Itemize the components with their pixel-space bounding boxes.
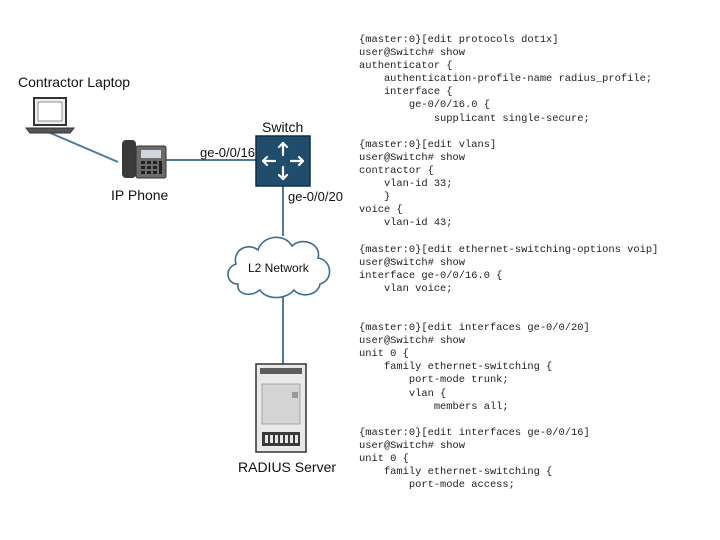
config-line <box>359 126 658 139</box>
config-line: vlan { <box>359 387 447 400</box>
config-line: members all; <box>359 400 509 413</box>
config-line: port-mode trunk; <box>359 374 509 387</box>
config-line <box>359 414 658 427</box>
config-line: user@Switch# show <box>359 439 466 452</box>
config-line: vlan-id 33; <box>359 178 453 191</box>
port-ge-0-0-16-label: ge-0/0/16 <box>200 145 255 160</box>
ip-phone-icon <box>122 140 167 179</box>
config-line: {master:0}[edit ethernet-switching-optio… <box>359 243 659 256</box>
config-line: user@Switch# show <box>359 151 466 164</box>
switch-icon <box>255 135 311 187</box>
laptop-icon <box>24 97 76 134</box>
config-line: unit 0 { <box>359 348 409 361</box>
config-line: contractor { <box>359 164 434 177</box>
ip-phone-label: IP Phone <box>111 187 169 203</box>
config-line: supplicant single-secure; <box>359 112 590 125</box>
config-line <box>359 309 658 322</box>
config-line <box>359 296 658 309</box>
config-line: family ethernet-switching { <box>359 361 553 374</box>
port-ge-0-0-20-label: ge-0/0/20 <box>288 189 343 204</box>
config-line: authentication-profile-name radius_profi… <box>359 73 653 86</box>
radius-server-label: RADIUS Server <box>238 459 337 475</box>
link-laptop-phone <box>47 131 119 163</box>
config-line: authenticator { <box>359 60 453 73</box>
config-line: family ethernet-switching { <box>359 466 553 479</box>
config-line: } <box>359 191 391 204</box>
config-line: ge-0/0/16.0 { <box>359 99 490 112</box>
l2-network-label: L2 Network <box>248 261 309 275</box>
config-line: user@Switch# show <box>359 47 466 60</box>
config-line: user@Switch# show <box>359 335 466 348</box>
cloud-icon <box>227 236 331 299</box>
switch-config-listing: {master:0}[edit protocols dot1x]user@Swi… <box>359 34 658 492</box>
switch-label: Switch <box>262 119 304 135</box>
server-icon <box>255 363 307 453</box>
config-line: vlan voice; <box>359 282 453 295</box>
config-line: user@Switch# show <box>359 256 466 269</box>
config-line: interface { <box>359 86 453 99</box>
config-line <box>359 230 658 243</box>
config-line: {master:0}[edit interfaces ge-0/0/20] <box>359 322 590 335</box>
config-line: {master:0}[edit interfaces ge-0/0/16] <box>359 426 590 439</box>
config-line: port-mode access; <box>359 479 515 492</box>
contractor-laptop-label: Contractor Laptop <box>18 74 131 90</box>
config-line: interface ge-0/0/16.0 { <box>359 269 503 282</box>
config-line: {master:0}[edit vlans] <box>359 138 497 151</box>
config-line: voice { <box>359 204 403 217</box>
config-line: unit 0 { <box>359 453 409 465</box>
config-line: {master:0}[edit protocols dot1x] <box>359 34 559 46</box>
config-line: vlan-id 43; <box>359 217 453 230</box>
